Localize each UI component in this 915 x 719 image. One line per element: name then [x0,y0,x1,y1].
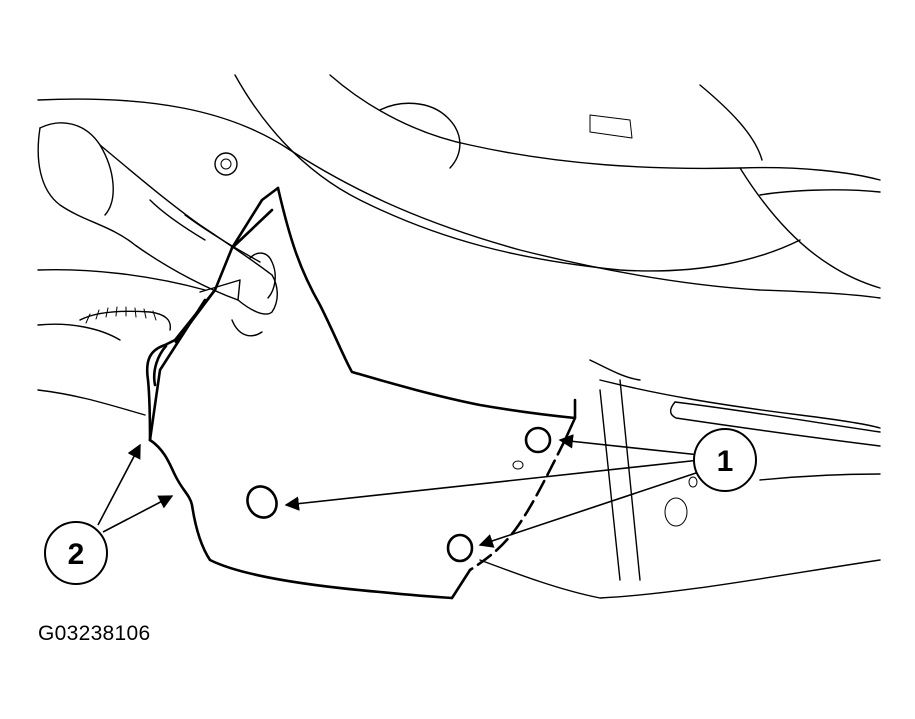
callout-1-label: 1 [717,445,734,478]
lever-assembly [37,122,278,337]
callout-1: 1 [693,428,757,492]
callout-1-leaders [284,434,706,548]
mounting-bracket [145,186,577,600]
body-structure-lines [37,74,881,599]
figure-id: G03238106 [38,622,151,645]
callout-2-label: 2 [68,538,85,571]
callout-2: 2 [44,521,108,585]
callout-2-leaders [97,443,174,533]
